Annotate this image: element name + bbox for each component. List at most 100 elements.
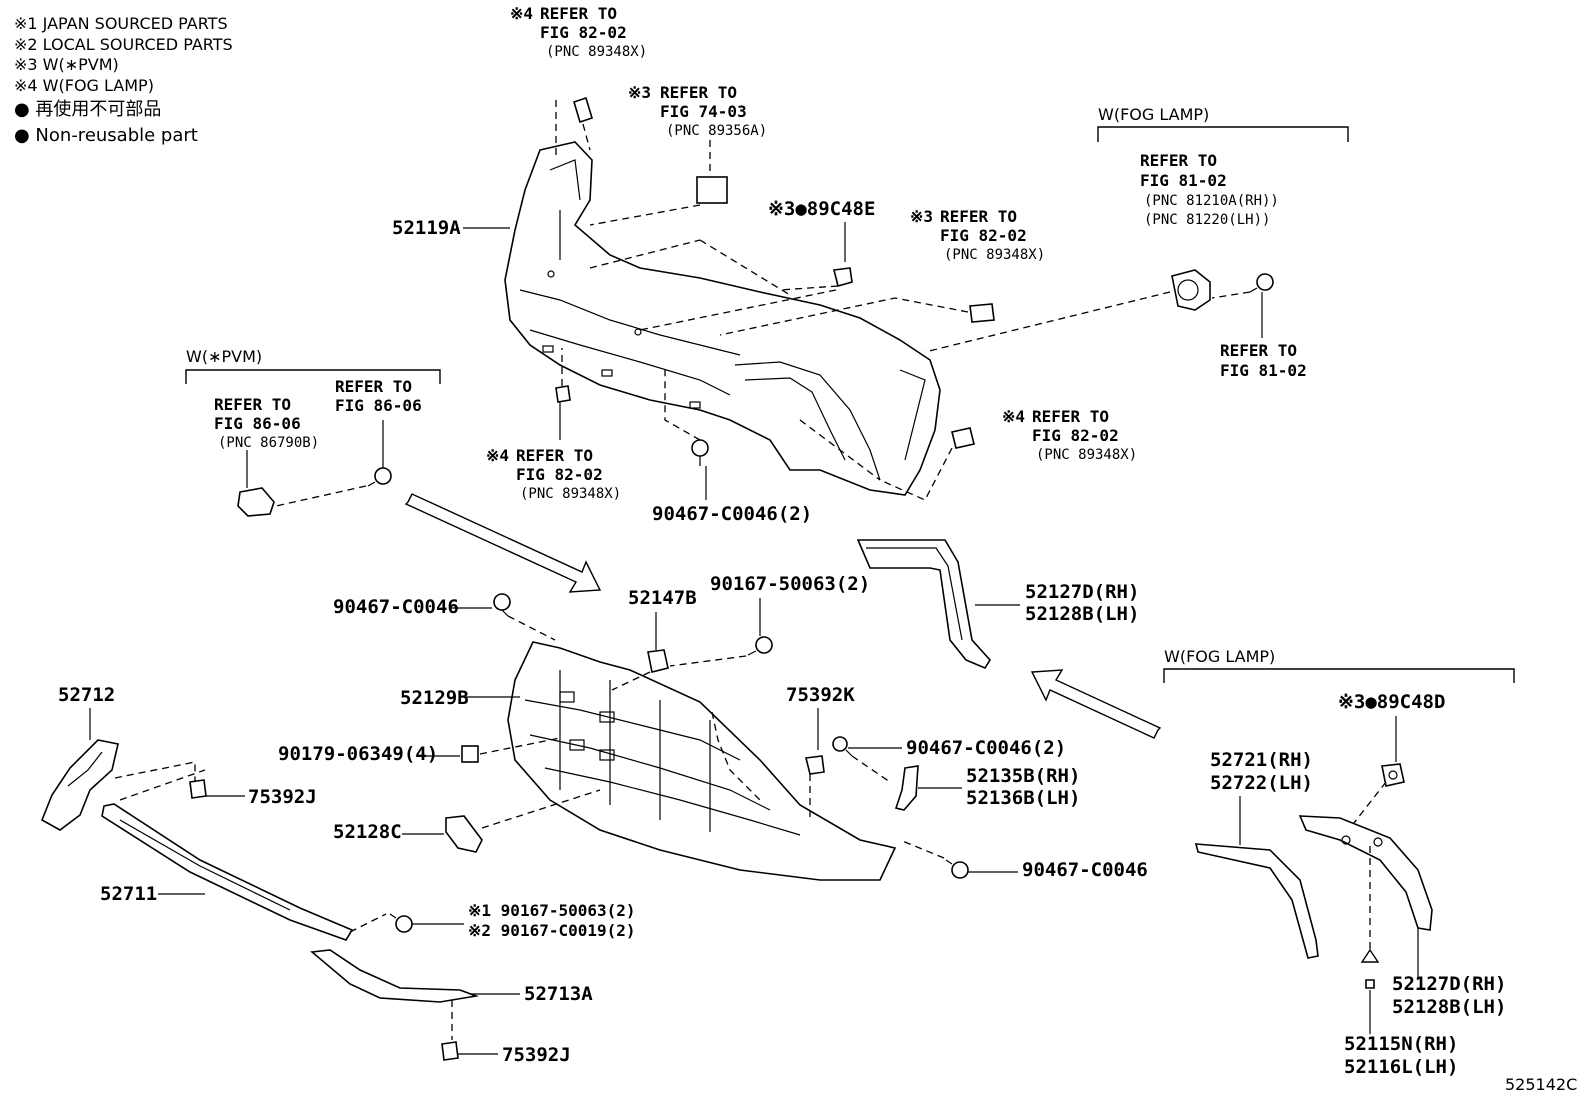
label-52128C: 52128C [333,821,402,843]
screw-90167-s [389,913,413,933]
ref-block-clip-left: ※4 REFER TO FIG 82-02 (PNC 89348X) [486,446,621,502]
label-52116L: 52116L(LH) [1344,1056,1458,1078]
arrow-up-52115N [1360,948,1380,963]
group-bracket-pvm: W(∗PVM) [185,347,441,384]
label-52115N: 52115N(RH) [1344,1033,1458,1055]
ref-block-1: ※4 REFER TO FIG 82-02 (PNC 89348X) [510,4,647,60]
svg-text:(PNC 89348X): (PNC 89348X) [1036,447,1137,463]
svg-text:※4: ※4 [510,4,533,23]
svg-text:REFER TO: REFER TO [214,395,291,414]
clip-75392J-b [441,1041,459,1061]
group-label-fog-bottom: W(FOG LAMP) [1164,647,1275,666]
svg-text:(PNC 81220(LH)): (PNC 81220(LH)) [1144,212,1270,228]
label-52128B-top: 52128B(LH) [1025,603,1139,625]
clip-ref-82-02-right-lower [951,427,975,449]
svg-text:(PNC 81210A(RH)): (PNC 81210A(RH)) [1144,193,1279,209]
label-90467-b: 90467-C0046 [1022,859,1148,881]
nut-90179 [461,745,479,763]
svg-text:REFER TO: REFER TO [1220,341,1297,360]
svg-text:FIG 82-02: FIG 82-02 [1032,426,1119,445]
screw-90167-50063 [747,636,773,656]
clip-75392J-a [189,779,207,799]
ref-block-3: ※3 REFER TO FIG 82-02 (PNC 89348X) [910,207,1045,263]
bracket-52147B [647,649,669,673]
clip-ref-82-02-left [555,385,571,403]
label-52135B: 52135B(RH) [966,765,1080,787]
label-75392K: 75392K [786,684,855,706]
pvm-camera [237,487,275,517]
garnish-52127D-bottom [1298,815,1433,931]
ref-block-fog-lamp: REFER TO FIG 81-02 (PNC 81210A(RH)) (PNC… [1140,151,1279,228]
svg-text:REFER TO: REFER TO [516,446,593,465]
svg-text:FIG 82-02: FIG 82-02 [540,23,627,42]
label-52128B-bottom: 52128B(LH) [1392,996,1506,1018]
svg-text:※4: ※4 [486,446,509,465]
legend-note-3: ※3 W(∗PVM) [14,55,119,74]
screw-90467-b [945,859,969,879]
legend-note-2: ※2 LOCAL SOURCED PARTS [14,35,233,54]
clip-89C48E [833,267,853,287]
svg-text:(PNC 89356A): (PNC 89356A) [666,123,767,139]
cover-52128C [445,815,483,853]
label-52127D-bottom: 52127D(RH) [1392,973,1506,995]
label-52722: 52722(LH) [1210,772,1313,794]
ref-block-clip-right: ※4 REFER TO FIG 82-02 (PNC 89348X) [1002,407,1137,463]
legend: ※1 JAPAN SOURCED PARTS ※2 LOCAL SOURCED … [14,14,233,146]
screw-90467-upper [691,439,709,466]
label-52136B: 52136B(LH) [966,787,1080,809]
group-label-pvm: W(∗PVM) [186,347,262,366]
svg-text:※3: ※3 [910,207,933,226]
legend-nonreusable-en: ● Non-reusable part [14,125,198,146]
fog-lamp [1171,269,1211,311]
label-52119A: 52119A [392,217,461,239]
svg-text:REFER TO: REFER TO [1140,151,1217,170]
ref-block-pvm-screw: REFER TO FIG 86-06 [335,377,422,415]
label-52129B: 52129B [400,687,469,709]
label-52127D-top: 52127D(RH) [1025,581,1139,603]
bracket-52712 [40,739,119,831]
svg-text:※4: ※4 [1002,407,1025,426]
bumper-cover-52119A [504,141,941,496]
legend-note-1: ※1 JAPAN SOURCED PARTS [14,14,228,33]
label-90167-50063-2: 90167-50063(2) [710,573,870,595]
label-52147B: 52147B [628,587,697,609]
svg-text:REFER TO: REFER TO [335,377,412,396]
svg-text:FIG 82-02: FIG 82-02 [940,226,1027,245]
legend-nonreusable-jp: ● 再使用不可部品 [14,99,161,120]
screw-90467-a [493,593,511,617]
arrow-assembly-right [1030,669,1162,739]
label-52711: 52711 [100,883,157,905]
clip-75392K [805,755,825,775]
label-90467-upper: 90467-C0046(2) [652,503,812,525]
label-90167-C0019-s2: ※2 90167-C0019(2) [468,921,636,940]
grille-52129B [507,641,897,881]
label-90179: 90179-06349(4) [278,743,438,765]
retainer-clip-top [573,96,593,124]
label-75392J-a: 75392J [248,786,317,808]
svg-text:※3: ※3 [628,83,651,102]
svg-text:(PNC 89348X): (PNC 89348X) [520,486,621,502]
strip-52713A [310,949,480,1003]
strip-52711 [101,803,354,941]
svg-text:FIG 81-02: FIG 81-02 [1140,171,1227,190]
svg-text:REFER TO: REFER TO [540,4,617,23]
svg-text:FIG 86-06: FIG 86-06 [214,414,301,433]
arrow-assembly-left [404,493,602,593]
clip-89C48D [1381,763,1405,787]
garnish-52721 [1194,843,1319,959]
label-90467-2b: 90467-C0046(2) [906,737,1066,759]
ref-block-pvm-camera: REFER TO FIG 86-06 (PNC 86790B) [214,395,319,451]
svg-text:REFER TO: REFER TO [660,83,737,102]
label-75392J-b: 75392J [502,1044,571,1066]
label-90467-a: 90467-C0046 [333,596,459,618]
clip-ref-82-02-right [969,303,995,323]
svg-text:FIG 74-03: FIG 74-03 [660,102,747,121]
group-bracket-fog-top: W(FOG LAMP) [1097,105,1349,142]
screw-90467-right [832,736,853,757]
legend-note-4: ※4 W(FOG LAMP) [14,76,154,95]
group-label-fog-top: W(FOG LAMP) [1098,105,1209,124]
svg-text:REFER TO: REFER TO [940,207,1017,226]
fog-lamp-screw [1249,273,1274,293]
label-52713A: 52713A [524,983,593,1005]
